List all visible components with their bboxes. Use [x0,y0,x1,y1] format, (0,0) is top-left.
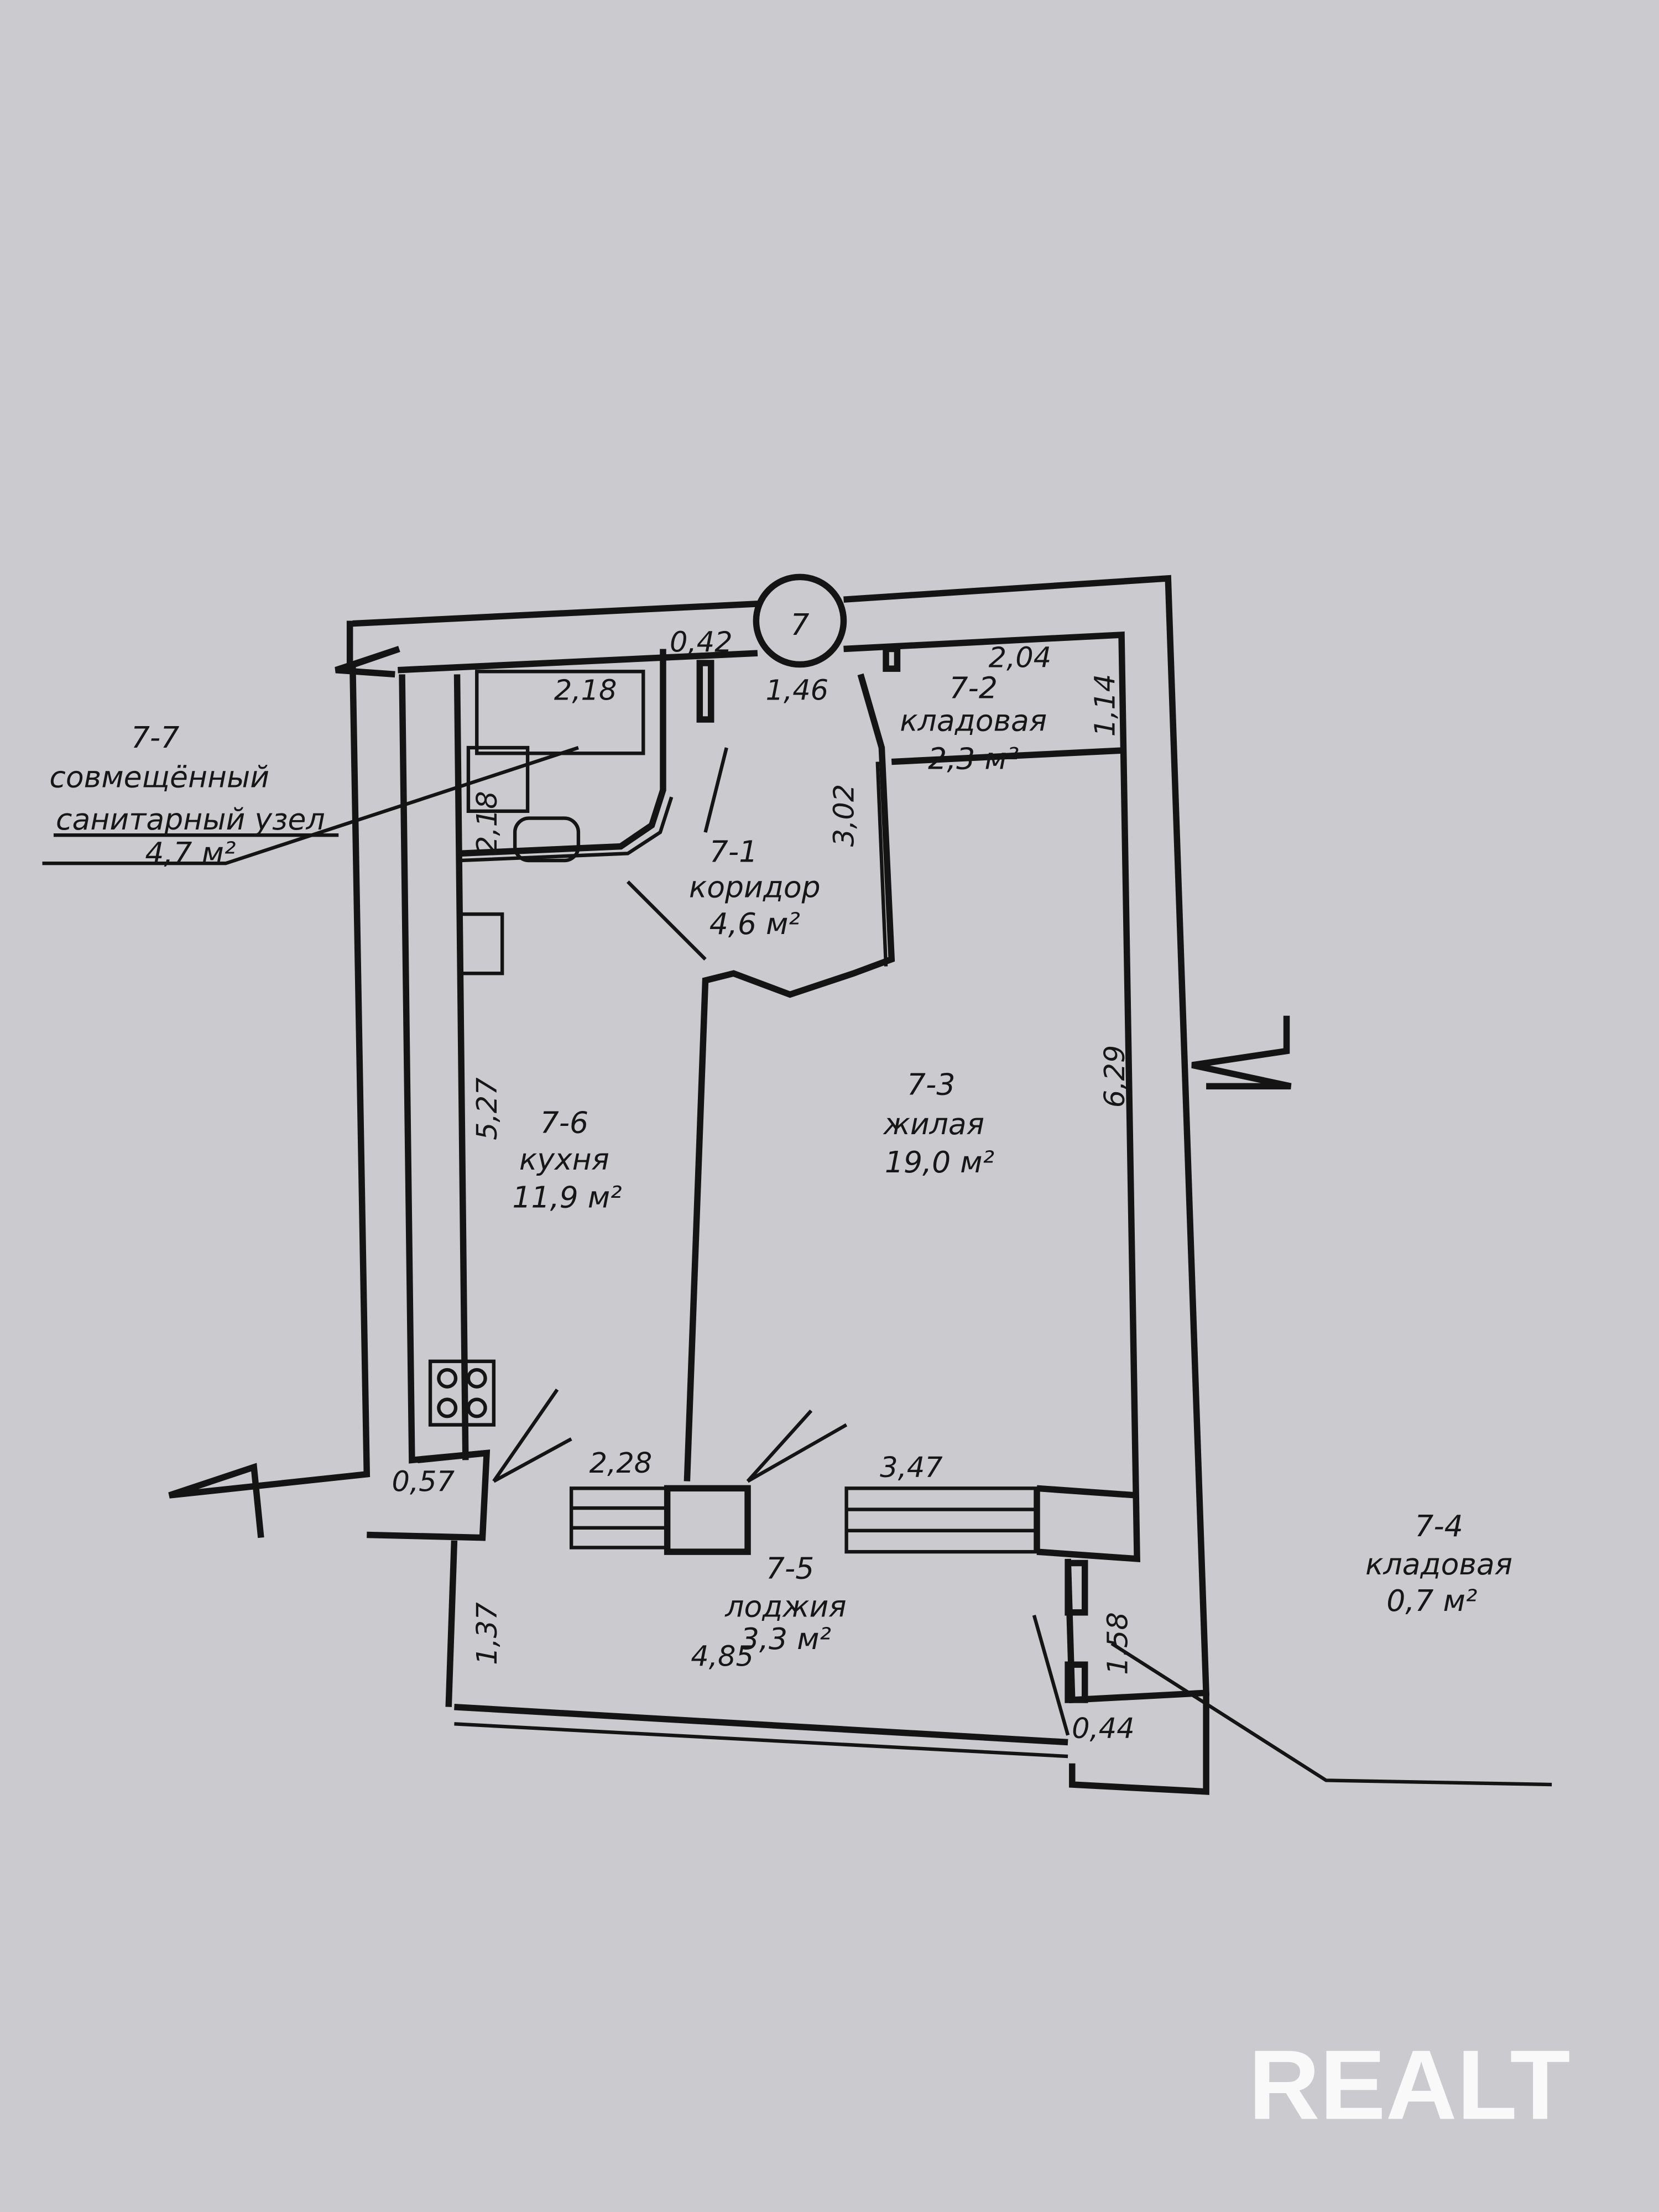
room-area: 3,3 м² [740,1621,831,1656]
room-area: 4,6 м² [709,906,800,941]
dimension: 2,04 [989,642,1052,675]
room-id: 7-1 [709,834,758,869]
room-name: кладовая [1365,1547,1512,1582]
room-name: кухня [519,1142,609,1177]
dimension: 2,18 [554,674,617,707]
room-name: совмещённый [49,759,269,794]
room-area: 2,3 м² [928,741,1019,776]
dimension: 0,44 [1072,1713,1135,1745]
dimension: 3,02 [828,784,860,847]
walls [42,575,1552,1795]
dimension: 5,27 [471,1077,504,1140]
dimension: 0,57 [392,1465,455,1498]
dimension: 1,46 [766,674,829,707]
dimension-labels: 0,42 2,18 1,46 2,04 1,14 2,18 3,02 5,27 … [392,627,1135,1745]
dimension: 4,85 [691,1641,754,1673]
room-id: 7-6 [540,1105,588,1140]
dimension: 6,29 [1099,1045,1131,1108]
dimension: 0,42 [670,627,733,659]
room-labels: 7-7 совмещённый санитарный узел 4,7 м² 7… [49,671,1512,1656]
dimension: 2,18 [471,791,504,854]
dimension: 1,37 [471,1602,504,1665]
apartment-marker: 7 [753,573,847,668]
dimension: 3,47 [880,1452,943,1484]
room-id: 7-5 [766,1551,814,1586]
room-area: 11,9 м² [512,1180,622,1215]
dimension: 1,58 [1102,1612,1134,1675]
room-name: лоджия [724,1589,846,1624]
room-id: 7-4 [1415,1509,1463,1543]
sink [466,745,530,813]
room-area: 4,7 м² [145,836,236,870]
apartment-number: 7 [790,607,809,642]
ventilation-duct [458,912,504,975]
realt-watermark: REALT [1249,2030,1571,2140]
room-id: 7-2 [949,671,997,706]
room-name: кладовая [900,703,1047,738]
room-name: санитарный узел [56,802,325,837]
room-id: 7-3 [907,1067,955,1102]
dimension: 1,14 [1089,674,1121,737]
room-area: 19,0 м² [885,1145,994,1180]
dimension: 2,28 [589,1447,653,1480]
toilet [513,816,581,863]
stove [428,1359,496,1427]
room-area: 0,7 м² [1386,1583,1477,1618]
room-id: 7-7 [131,720,179,755]
room-name: жилая [883,1107,984,1141]
room-name: коридор [689,869,821,904]
